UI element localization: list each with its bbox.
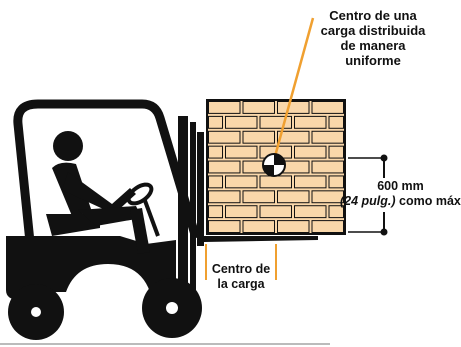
cargo-box: [225, 115, 258, 129]
load-backrest: [197, 132, 204, 236]
cargo-box: [208, 160, 241, 174]
center-of-gravity-icon: [262, 153, 286, 177]
mast-rail: [178, 116, 188, 294]
cargo-box: [294, 175, 327, 189]
cargo-box: [277, 190, 310, 204]
forklift-icon: [6, 99, 318, 340]
cargo-box: [328, 145, 344, 159]
title-line-4: uniforme: [345, 53, 401, 68]
operator-arm: [62, 172, 136, 214]
cargo-box: [328, 175, 344, 189]
overhead-guard: [13, 99, 201, 243]
cargo-box: [294, 115, 327, 129]
leader-line: [272, 17, 315, 161]
cargo-box: [259, 205, 292, 219]
steering-column: [142, 197, 160, 237]
cargo-box: [208, 101, 241, 114]
cargo-box: [294, 205, 327, 219]
cargo-box: [259, 115, 292, 129]
cargo-box: [242, 101, 275, 114]
title-line-1: Centro de una: [329, 8, 417, 23]
operator-seat: [46, 214, 100, 236]
cargo-box: [277, 101, 310, 114]
cargo-box: [311, 190, 344, 204]
cargo-box: [225, 205, 258, 219]
uniform-load-center-label: Centro de una carga distribuida de maner…: [288, 8, 458, 68]
steering-wheel: [126, 182, 154, 206]
cargo-box: [208, 220, 241, 234]
cargo-box: [208, 190, 241, 204]
cargo-box: [208, 175, 223, 189]
distance-mm: 600 mm: [377, 179, 424, 193]
cargo-box: [277, 130, 310, 144]
cargo-box: [328, 115, 344, 129]
cargo-box: [242, 190, 275, 204]
cargo-box: [294, 145, 327, 159]
cargo-box: [242, 130, 275, 144]
cargo-box: [225, 175, 258, 189]
cargo-box: [328, 205, 344, 219]
cargo-box: [208, 145, 223, 159]
load-center-line-2: la carga: [217, 277, 265, 291]
cargo-box: [259, 175, 292, 189]
distance-dimension: [348, 154, 388, 236]
rear-wheel-hub: [31, 307, 41, 317]
operator-leg: [78, 206, 142, 226]
front-wheel-hub: [166, 302, 178, 314]
fork: [197, 236, 318, 246]
load-center-line-1: Centro de: [211, 262, 271, 276]
cargo-box: [311, 101, 344, 114]
cargo-box: [311, 130, 344, 144]
cargo-box: [242, 220, 275, 234]
distance-inches-line: (24 pulg.) como máx.: [340, 194, 461, 209]
load-center-label: Centro de la carga: [203, 262, 279, 292]
title-line-3: de manera: [340, 38, 406, 53]
cargo-box: [208, 130, 241, 144]
distance-suffix: como máx.: [395, 194, 461, 208]
cargo-box: [208, 205, 223, 219]
mast-rail-inner: [190, 122, 196, 294]
operator-head: [53, 131, 83, 161]
operator-shin: [130, 208, 150, 254]
cargo-box: [208, 115, 223, 129]
cargo-box: [311, 160, 344, 174]
distance-inches: (24 pulg.): [340, 194, 396, 208]
cargo-box: [311, 220, 344, 234]
cargo-box: [277, 220, 310, 234]
cargo-box: [225, 145, 258, 159]
max-distance-label: 600 mm (24 pulg.) como máx.: [340, 179, 461, 209]
title-line-2: carga distribuida: [320, 23, 426, 38]
forklift-body: [6, 236, 176, 300]
operator-figure-icon: [46, 131, 160, 254]
